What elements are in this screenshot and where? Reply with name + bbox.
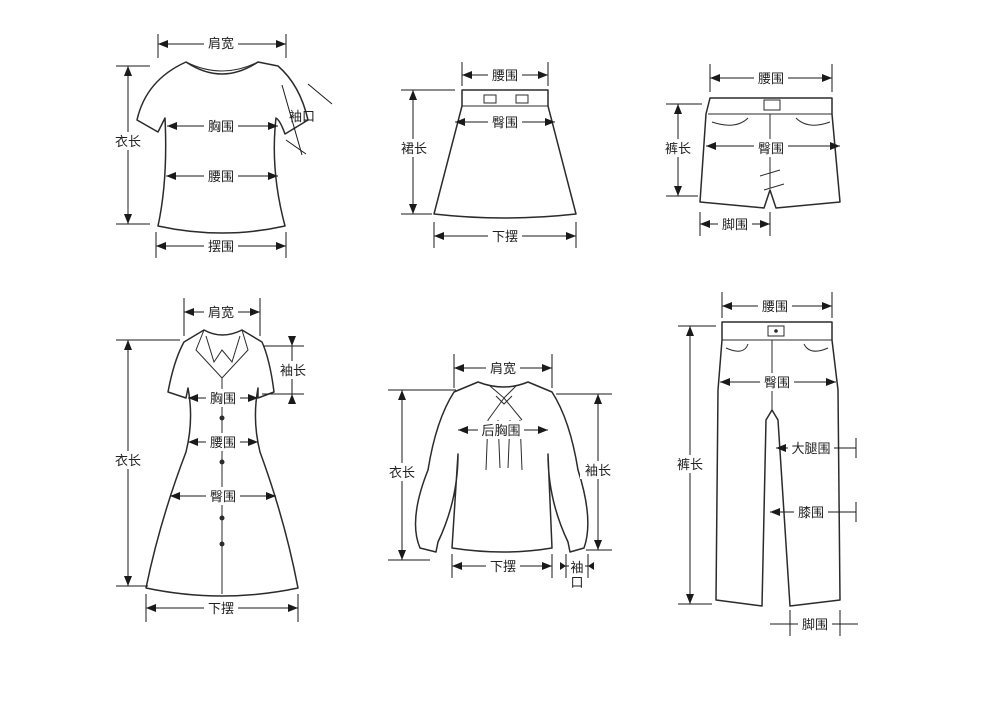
pants-knee-label: 膝围 [798,506,824,521]
pants-outline [715,321,841,607]
dress-length-label: 衣长 [115,453,141,469]
dress-waist-label: 腰围 [210,436,236,451]
blouse-sleeve-length-label: 袖长 [585,464,611,479]
shorts-outline [699,97,841,209]
skirt-diagram: 腰围 臀围 裙长 下摆 [396,62,577,248]
blouse-cuff-label-line2: 口 [570,576,583,591]
shorts-diagram: 腰围 裤长 臀围 脚围 [660,64,841,236]
blouse-hem-label: 下摆 [490,560,516,575]
dress-hip-label: 臀围 [210,490,236,505]
shorts-hip-label: 臀围 [758,142,784,157]
tshirt-sleeve-opening-dim [281,83,333,156]
dress-outline [145,329,299,597]
tshirt-length-label: 衣长 [115,134,141,150]
tshirt-shoulder-label: 肩宽 [208,36,234,52]
shorts-waist-label: 腰围 [758,72,784,87]
blouse-length-label: 衣长 [389,465,415,481]
skirt-outline [433,89,577,219]
skirt-length-label: 裙长 [401,142,427,157]
pants-leg-opening-label: 脚围 [802,617,828,633]
dress-diagram: 肩宽 袖长 胸围 衣长 腰围 臀围 下摆 [110,298,310,622]
blouse-cuff-label-line1: 袖 [570,561,583,576]
blouse-back-chest-label: 后胸围 [481,424,520,439]
blouse-outline [414,381,589,553]
skirt-hem-label: 下摆 [492,230,518,245]
dress-chest-label: 胸围 [210,392,236,407]
tshirt-waist-label: 腰围 [208,170,234,185]
dress-sleeve-length-label: 袖长 [280,364,306,379]
blouse-diagram: 肩宽 后胸围 衣长 袖长 下摆 袖 口 [384,354,616,591]
tshirt-hem-label: 摆围 [208,240,234,255]
tshirt-sleeve-opening-label: 袖口 [289,110,315,125]
pants-diagram: 腰围 臀围 裤长 大腿围 膝围 脚围 [672,292,858,636]
blouse-shoulder-label: 肩宽 [490,361,516,377]
dress-hem-label: 下摆 [208,602,234,617]
tshirt-diagram: 肩宽 袖口 衣长 胸围 腰围 摆围 [110,34,333,258]
skirt-hip-label: 臀围 [492,116,518,131]
skirt-waist-label: 腰围 [492,69,518,84]
dress-shoulder-label: 肩宽 [208,305,234,321]
pants-length-label: 裤长 [677,458,703,473]
pants-leg-opening-dim [770,610,858,636]
tshirt-length-dim [116,65,150,225]
pants-thigh-label: 大腿围 [791,442,830,457]
shorts-leg-opening-label: 脚围 [722,217,748,233]
tshirt-chest-label: 胸围 [208,120,234,135]
shorts-length-label: 裤长 [665,142,691,157]
tshirt-outline [136,61,309,234]
pants-waist-label: 腰围 [762,300,788,315]
pants-hip-label: 臀围 [764,376,790,391]
